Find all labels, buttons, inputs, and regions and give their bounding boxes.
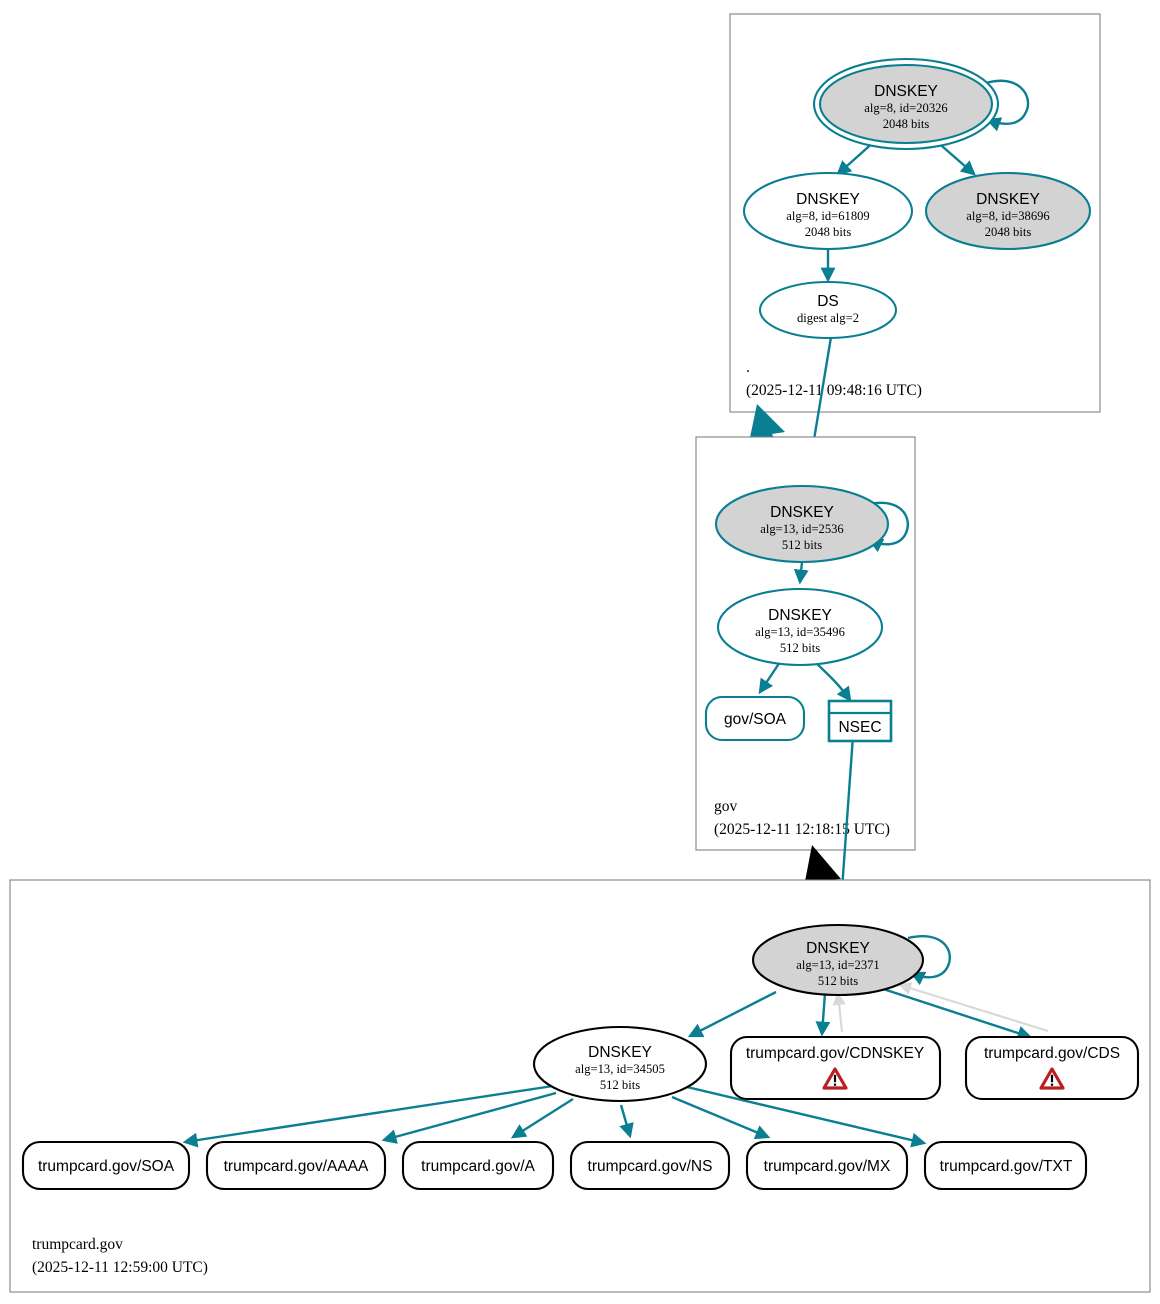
trumpcard-aaaa-label: trumpcard.gov/AAAA <box>224 1158 369 1175</box>
gov-ksk-alg-id: alg=13, id=2536 <box>760 522 843 536</box>
warning-icon <box>1039 1067 1065 1090</box>
trumpcard-cdnskey-label: trumpcard.gov/CDNSKEY <box>746 1045 924 1062</box>
root-ksk-inner-ring <box>818 63 994 145</box>
gov-zsk-bits: 512 bits <box>780 641 820 655</box>
edge-trumpcard-ksk-to-zsk <box>687 990 777 1038</box>
trumpcard-ns-box <box>569 1140 731 1191</box>
trumpcard-ns-label: trumpcard.gov/NS <box>588 1158 713 1175</box>
gov-nsec-box <box>827 699 893 743</box>
root-zsk-bits: 2048 bits <box>805 225 852 239</box>
zone-root-name: . <box>746 359 750 376</box>
trumpcard-a-box <box>401 1140 555 1191</box>
root-ksk-bits: 2048 bits <box>883 117 930 131</box>
node-gov-zsk-dnskey[interactable]: DNSKEY alg=13, id=35496 512 bits <box>716 587 884 667</box>
trumpcard-txt-label: trumpcard.gov/TXT <box>940 1158 1073 1175</box>
root-zsk-alg-id: alg=8, id=61809 <box>786 209 869 223</box>
edge-gov-ksk-self-sign <box>865 501 909 553</box>
trumpcard-mx-label: trumpcard.gov/MX <box>764 1158 891 1175</box>
edge-trumpcard-zsk-to-txt <box>686 1085 927 1148</box>
root-key38696-alg-id: alg=8, id=38696 <box>966 209 1049 223</box>
root-ds-title: DS <box>817 293 839 310</box>
root-ds-digest-alg: digest alg=2 <box>797 311 859 325</box>
zone-trumpcard-name: trumpcard.gov <box>32 1236 123 1253</box>
trumpcard-a-label: trumpcard.gov/A <box>421 1158 535 1175</box>
trumpcard-cds-label: trumpcard.gov/CDS <box>984 1045 1120 1062</box>
node-root-ds[interactable]: DS digest alg=2 <box>758 280 898 340</box>
node-root-ksk-dnskey[interactable]: DNSKEY alg=8, id=20326 2048 bits <box>812 57 1000 151</box>
gov-ksk-title: DNSKEY <box>770 504 834 521</box>
trumpcard-soa-label: trumpcard.gov/SOA <box>38 1158 175 1175</box>
gov-soa-label: gov/SOA <box>724 711 787 728</box>
trumpcard-txt-box <box>923 1140 1088 1191</box>
node-trumpcard-mx-rrset[interactable]: trumpcard.gov/MX <box>745 1140 909 1191</box>
root-zsk-title: DNSKEY <box>796 191 860 208</box>
root-ds-ellipse <box>758 280 898 340</box>
edge-trumpcard-zsk-to-aaaa <box>381 1091 557 1144</box>
edge-trumpcard-zsk-to-ns <box>619 1104 634 1139</box>
root-ksk-title: DNSKEY <box>874 83 938 100</box>
edge-trumpcard-zsk-to-mx <box>671 1095 771 1140</box>
gov-ksk-bits: 512 bits <box>782 538 822 552</box>
gov-soa-box <box>704 695 806 742</box>
node-trumpcard-cds-rrset[interactable]: trumpcard.gov/CDS <box>964 1035 1140 1101</box>
node-trumpcard-cdnskey-rrset[interactable]: trumpcard.gov/CDNSKEY <box>729 1035 942 1101</box>
warning-icon <box>822 1067 848 1090</box>
edge-trumpcard-ksk-self-sign <box>907 935 951 986</box>
trumpcard-soa-box <box>21 1140 191 1191</box>
trumpcard-mx-box <box>745 1140 909 1191</box>
gov-zsk-alg-id: alg=13, id=35496 <box>755 625 845 639</box>
node-trumpcard-ns-rrset[interactable]: trumpcard.gov/NS <box>569 1140 731 1191</box>
root-zsk-ellipse <box>742 171 914 251</box>
gov-ksk-ellipse <box>714 484 890 564</box>
node-trumpcard-zsk-dnskey[interactable]: DNSKEY alg=13, id=34505 512 bits <box>532 1025 708 1103</box>
trumpcard-zsk-alg-id: alg=13, id=34505 <box>575 1062 665 1076</box>
node-trumpcard-txt-rrset[interactable]: trumpcard.gov/TXT <box>923 1140 1088 1191</box>
node-root-key-38696-dnskey[interactable]: DNSKEY alg=8, id=38696 2048 bits <box>924 171 1092 251</box>
zone-trumpcard-timestamp: (2025-12-11 12:59:00 UTC) <box>32 1259 208 1276</box>
trumpcard-zsk-bits: 512 bits <box>600 1078 640 1092</box>
edge-gov-zsk-to-nsec <box>815 662 852 703</box>
root-key38696-bits: 2048 bits <box>985 225 1032 239</box>
root-key38696-ellipse <box>924 171 1092 251</box>
node-trumpcard-ksk-dnskey[interactable]: DNSKEY alg=13, id=2371 512 bits <box>751 923 925 997</box>
edge-trumpcard-ksk-to-cds <box>873 984 1033 1041</box>
node-trumpcard-aaaa-rrset[interactable]: trumpcard.gov/AAAA <box>205 1140 387 1191</box>
node-gov-soa-rrset[interactable]: gov/SOA <box>704 695 806 742</box>
edge-trumpcard-cdnskey-to-ksk-unknown <box>832 991 846 1033</box>
gov-zsk-title: DNSKEY <box>768 607 832 624</box>
trumpcard-zsk-ellipse <box>532 1025 708 1103</box>
trumpcard-ksk-bits: 512 bits <box>818 974 858 988</box>
edge-trumpcard-ksk-to-cdnskey <box>815 992 831 1037</box>
node-root-zsk-dnskey[interactable]: DNSKEY alg=8, id=61809 2048 bits <box>742 171 914 251</box>
node-gov-ksk-dnskey[interactable]: DNSKEY alg=13, id=2536 512 bits <box>714 484 890 564</box>
trumpcard-ksk-title: DNSKEY <box>806 940 870 957</box>
node-gov-nsec[interactable]: NSEC <box>827 699 893 743</box>
edge-trumpcard-zsk-to-soa <box>182 1084 554 1148</box>
root-key38696-title: DNSKEY <box>976 191 1040 208</box>
edge-gov-zsk-to-soa <box>758 661 781 695</box>
zone-gov-timestamp: (2025-12-11 12:18:15 UTC) <box>714 821 890 838</box>
edge-trumpcard-cds-to-ksk-unknown <box>897 981 1049 1033</box>
edge-trumpcard-zsk-to-a <box>510 1097 574 1139</box>
trumpcard-aaaa-box <box>205 1140 387 1191</box>
root-ksk-alg-id: alg=8, id=20326 <box>864 101 947 115</box>
trumpcard-ksk-alg-id: alg=13, id=2371 <box>796 958 879 972</box>
node-trumpcard-soa-rrset[interactable]: trumpcard.gov/SOA <box>21 1140 191 1191</box>
gov-zsk-ellipse <box>716 587 884 667</box>
edge-root-ksk-self-sign <box>982 79 1030 132</box>
gov-nsec-label: NSEC <box>838 719 881 736</box>
edge-gov-ksk-to-zsk <box>793 561 809 585</box>
node-trumpcard-a-rrset[interactable]: trumpcard.gov/A <box>401 1140 555 1191</box>
trumpcard-zsk-title: DNSKEY <box>588 1044 652 1061</box>
trumpcard-ksk-ellipse <box>751 923 925 997</box>
zone-root-timestamp: (2025-12-11 09:48:16 UTC) <box>746 382 922 399</box>
zone-gov-name: gov <box>714 798 738 815</box>
